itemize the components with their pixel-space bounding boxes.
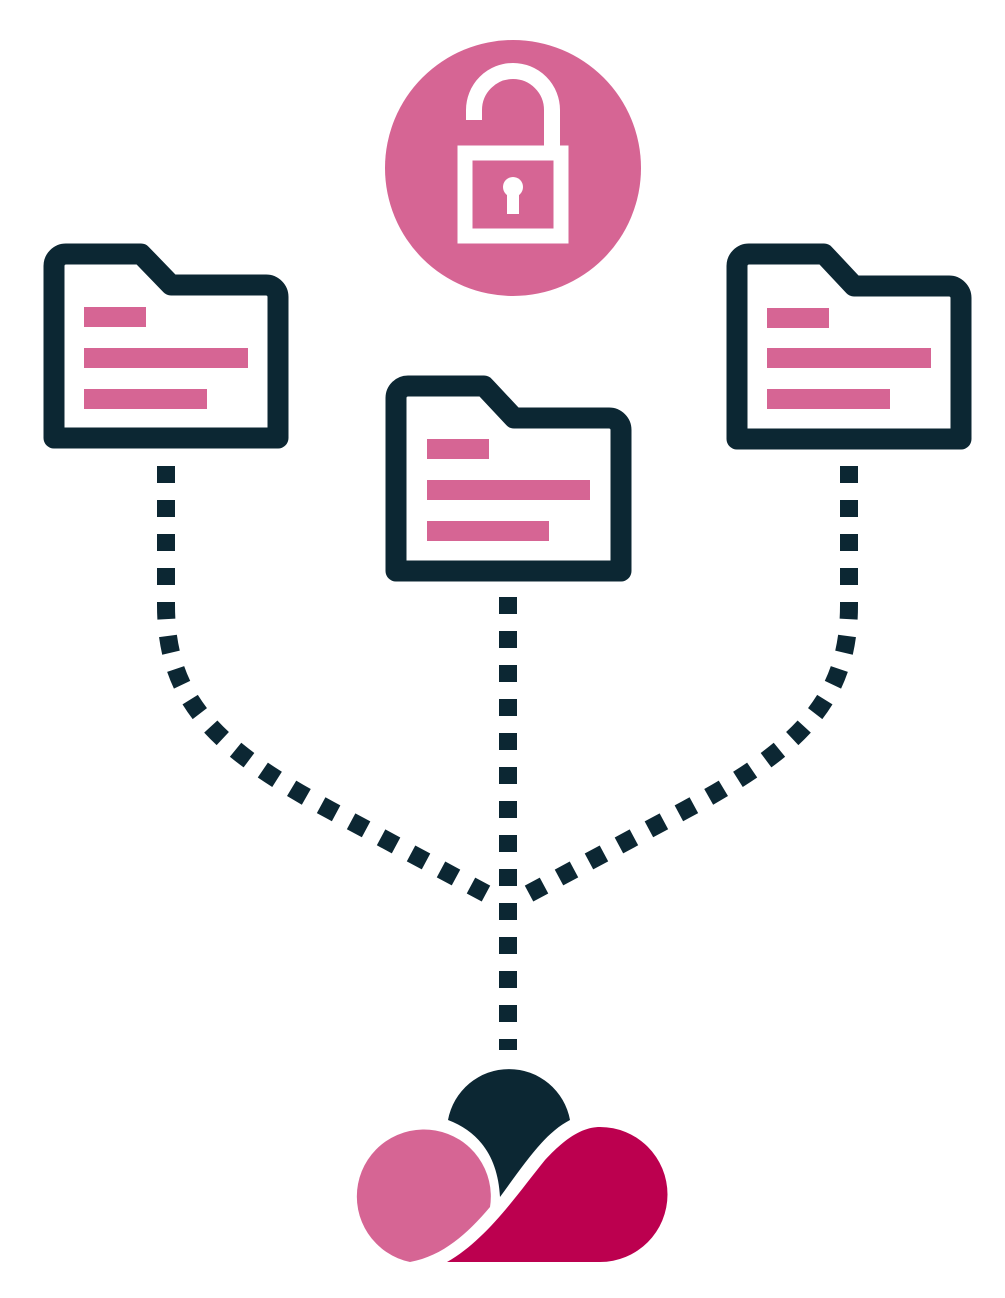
connectors (157, 466, 858, 1050)
document-line-2 (84, 348, 248, 368)
document-line-2 (427, 480, 590, 500)
document-line-2 (767, 348, 931, 368)
document-line-1 (84, 307, 146, 327)
document-line-1 (767, 308, 829, 328)
folder-left (43, 243, 289, 449)
document-line-1 (427, 439, 489, 459)
padlock-badge-circle (385, 40, 641, 296)
folder-icon (385, 375, 632, 582)
folder-icon (43, 243, 289, 449)
connector-left (157, 466, 503, 908)
cloud-left-lobe (356, 1129, 491, 1262)
connector-right (512, 466, 858, 908)
cloud-logo-icon (356, 1069, 668, 1262)
cloud-right-lobe (447, 1127, 668, 1262)
folder-icon (726, 243, 972, 450)
padlock-body (457, 145, 569, 244)
folder-center (385, 375, 632, 582)
folder-right (726, 243, 972, 450)
padlock-shackle (466, 63, 560, 150)
cloud-top-lobe (448, 1069, 570, 1197)
document-line-3 (427, 521, 549, 541)
keyhole-slot (507, 190, 519, 214)
unlocked-padlock-icon (385, 40, 641, 296)
document-line-3 (84, 389, 207, 409)
document-line-3 (767, 389, 890, 409)
